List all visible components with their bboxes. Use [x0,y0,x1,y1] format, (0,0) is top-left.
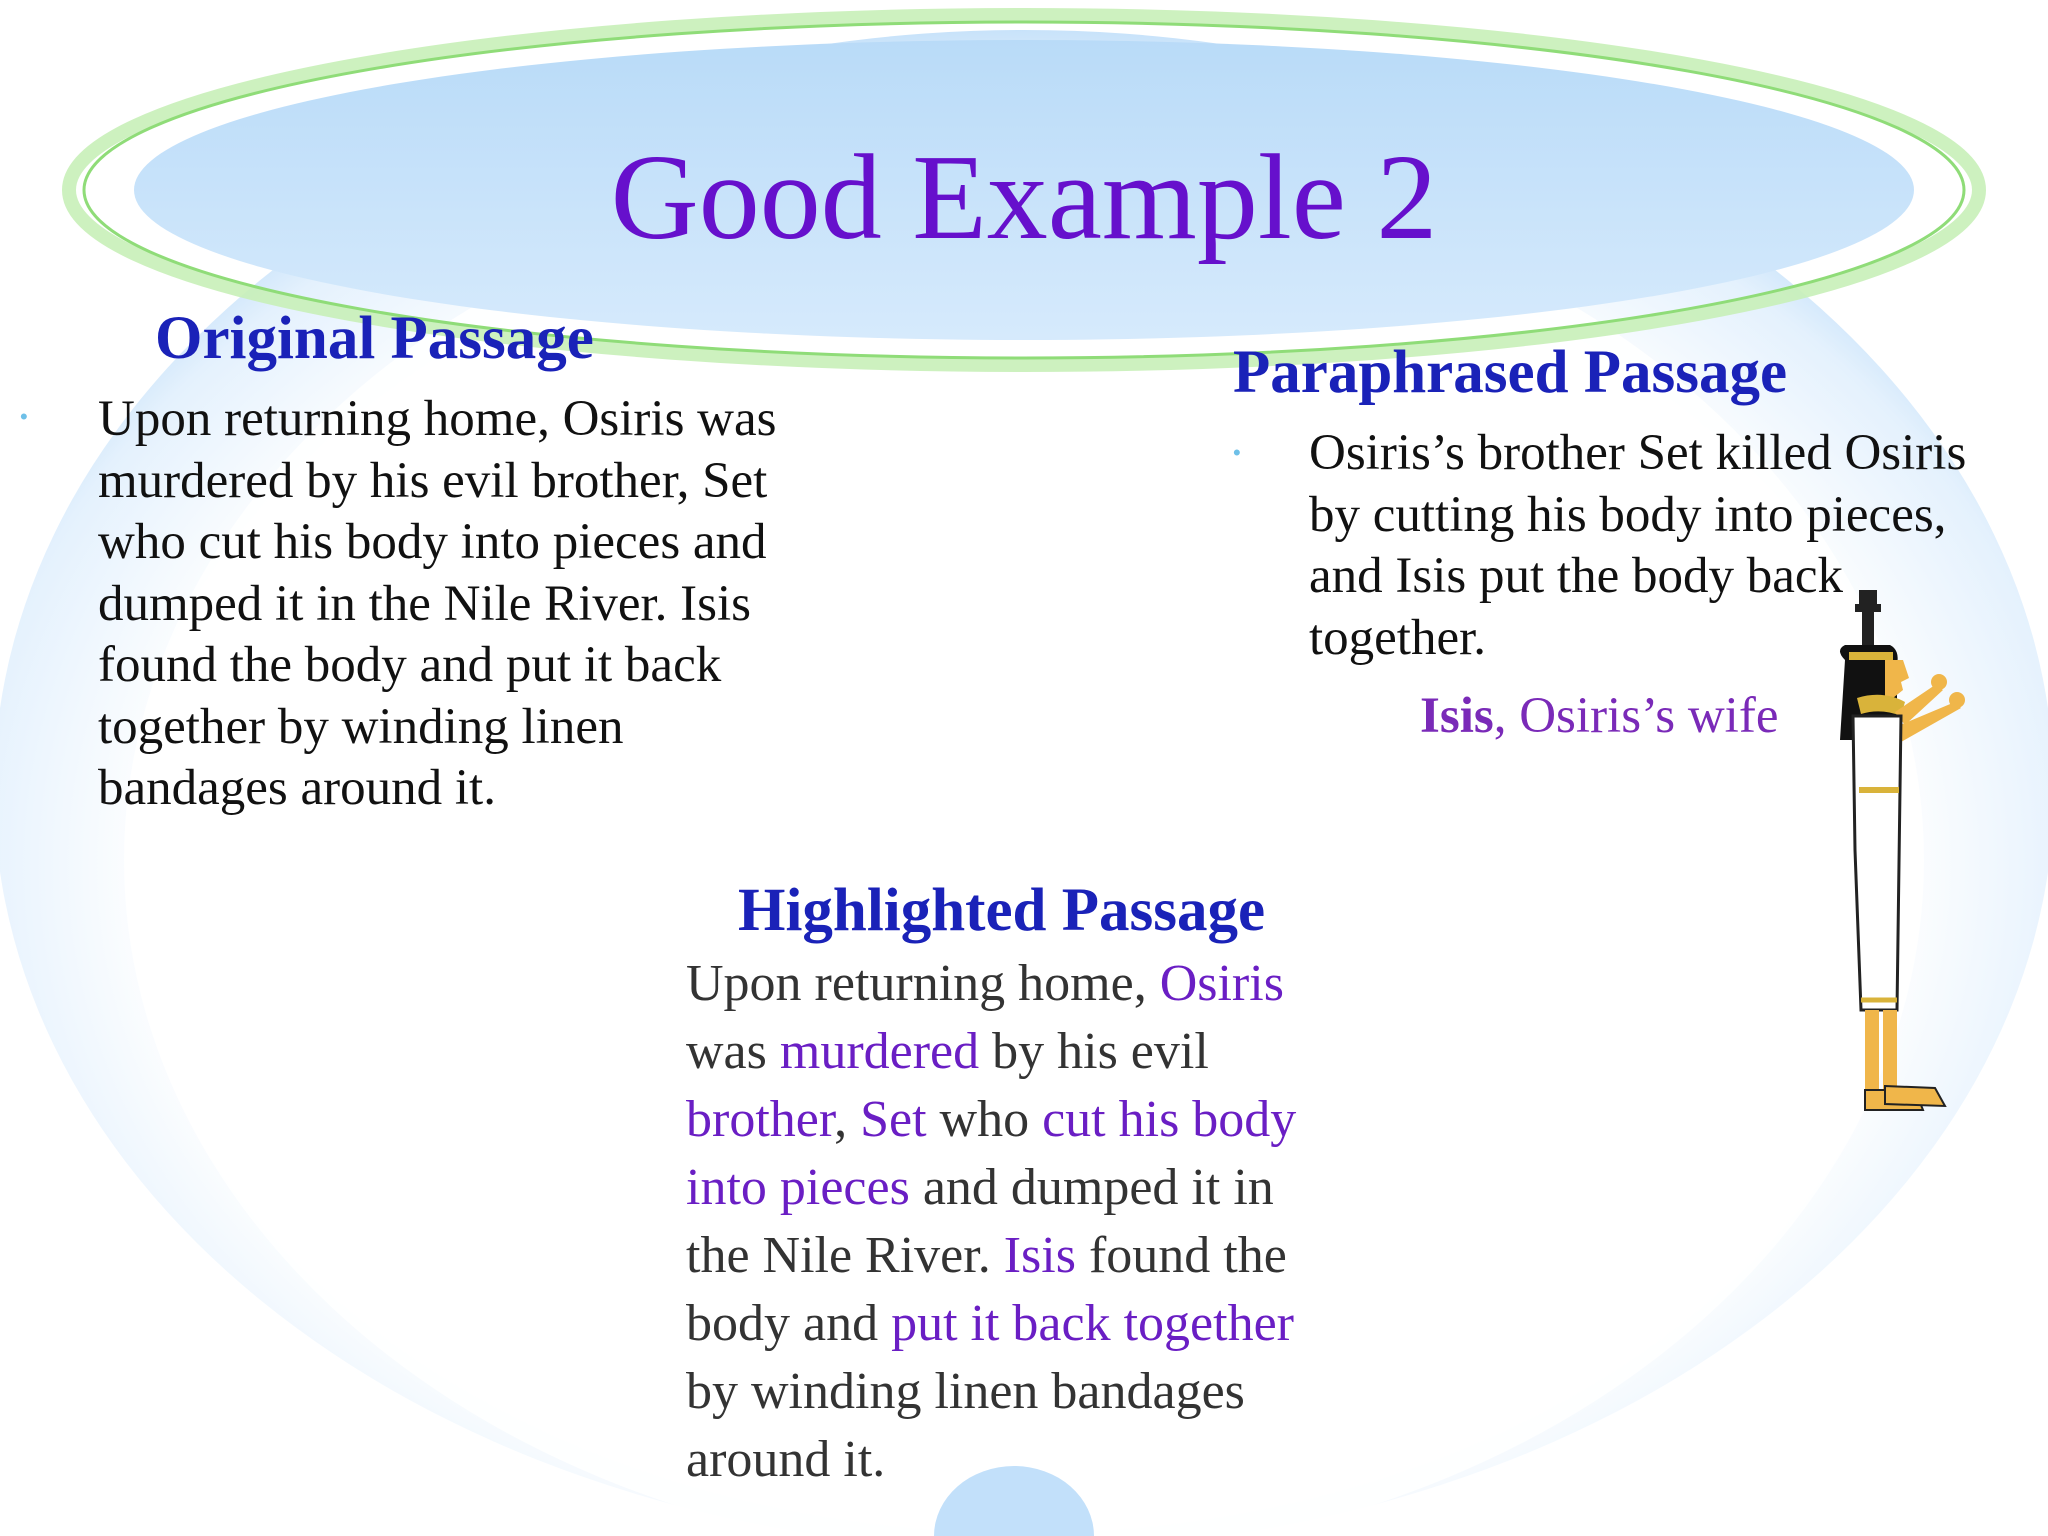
highlighted-phrase: into pieces [686,1159,910,1216]
passage-segment: by his evil [979,1023,1209,1080]
illustration-caption: Isis, Osiris’s wife [1420,682,1780,750]
passage-segment: by winding linen bandages [686,1363,1245,1420]
bullet-icon: • [20,404,28,429]
bullet-icon: • [1233,440,1241,465]
passage-segment: found the [1075,1227,1287,1284]
caption-name: Isis [1420,688,1494,744]
passage-segment: Upon returning home, [686,955,1160,1012]
highlighted-phrase: murdered [779,1023,980,1080]
passage-segment: body and [686,1295,892,1352]
passage-segment: who [926,1091,1043,1148]
slide-title: Good Example 2 [610,130,1438,265]
passage-segment: the Nile River. [686,1227,1004,1284]
highlighted-phrase: brother [686,1091,835,1148]
passage-segment: , [834,1091,861,1148]
passage-segment: was [686,1023,780,1080]
passage-segment: and dumped it in [909,1159,1274,1216]
highlighted-passage-heading: Highlighted Passage [738,877,1266,944]
highlighted-phrase: Set [860,1091,927,1148]
highlighted-phrase: cut his body [1042,1091,1297,1148]
highlighted-phrase: put it back together [891,1295,1294,1352]
original-passage-text: Upon returning home, Osiris was murdered… [98,391,777,816]
passage-segment: around it. [686,1431,886,1488]
highlighted-phrase: Isis [1003,1227,1076,1284]
paraphrased-passage-text: Osiris’s brother Set killed Osiris by cu… [1309,425,1967,666]
paraphrased-passage-heading: Paraphrased Passage [1233,339,1788,406]
isis-figure-icon [1840,590,1965,1111]
caption-rest: , Osiris’s wife [1493,688,1779,744]
highlighted-phrase: Osiris [1159,955,1284,1012]
original-passage-heading: Original Passage [155,305,594,372]
